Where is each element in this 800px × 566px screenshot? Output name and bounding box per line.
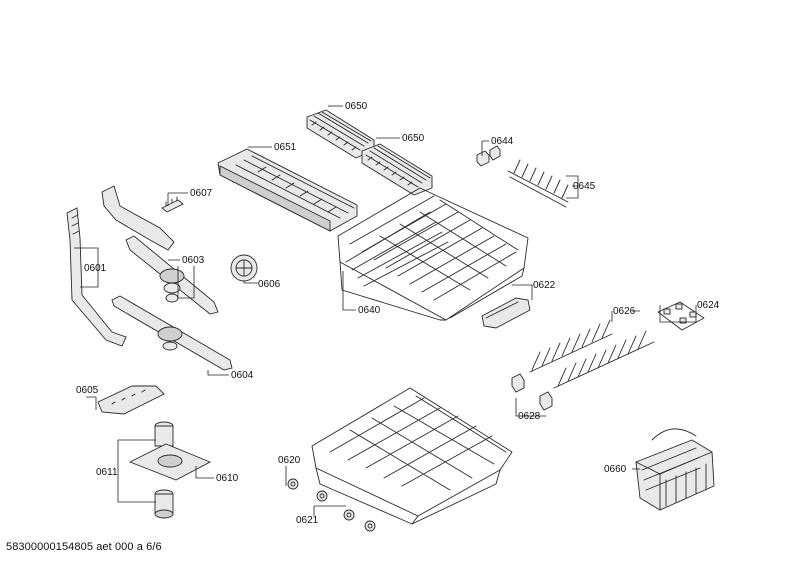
- label-0626: 0626: [613, 306, 636, 317]
- part-0644-illustration: [476, 145, 501, 167]
- label-0610: 0610: [216, 473, 239, 484]
- part-0624-illustration: [657, 301, 705, 331]
- label-0651: 0651: [274, 142, 297, 153]
- label-0644: 0644: [491, 136, 514, 147]
- label-0621: 0621: [296, 515, 319, 526]
- label-0605: 0605: [76, 385, 99, 396]
- part-0605-illustration: [97, 385, 165, 415]
- label-0606: 0606: [258, 279, 281, 290]
- label-0650-upper: 0650: [345, 101, 368, 112]
- label-0645: 0645: [573, 181, 596, 192]
- part-0645-illustration: [507, 159, 569, 208]
- part-0660-illustration: [635, 428, 715, 511]
- label-0611: 0611: [96, 467, 118, 478]
- label-0660: 0660: [604, 464, 627, 475]
- part-0628-illustration: [511, 373, 553, 411]
- part-0622-illustration: [481, 297, 531, 329]
- part-0626-illustration: [529, 319, 655, 389]
- part-labels: 0650 0650 0651 0644 0645 0607 0601 0603 …: [76, 101, 720, 526]
- label-0603: 0603: [182, 255, 205, 266]
- label-0622: 0622: [533, 280, 556, 291]
- part-0607-illustration: [161, 196, 184, 213]
- part-0606-illustration: [230, 254, 258, 282]
- label-0601: 0601: [84, 263, 107, 274]
- part-0601-illustration: [66, 207, 127, 347]
- part-0620-0621-illustration: [287, 478, 376, 532]
- label-0620: 0620: [278, 455, 301, 466]
- part-0650-upper-illustration: [306, 109, 375, 159]
- drawing-footer-code: 58300000154805 aet 000 a 6/6: [6, 541, 162, 553]
- label-0650-lower: 0650: [402, 133, 425, 144]
- part-0640-illustration: [337, 187, 529, 321]
- part-0604-illustration: [111, 295, 233, 371]
- lower-basket-illustration: [311, 387, 513, 525]
- label-0628: 0628: [518, 411, 541, 422]
- label-0624: 0624: [697, 300, 720, 311]
- part-0603-illustration: [101, 185, 219, 315]
- label-0604: 0604: [231, 370, 254, 381]
- label-0640: 0640: [358, 305, 381, 316]
- part-0650-lower-illustration: [361, 143, 433, 196]
- part-0611-0610-illustration: [128, 421, 212, 519]
- leader-lines: [74, 105, 697, 516]
- part-0651-illustration: [217, 148, 358, 232]
- label-0607: 0607: [190, 188, 213, 199]
